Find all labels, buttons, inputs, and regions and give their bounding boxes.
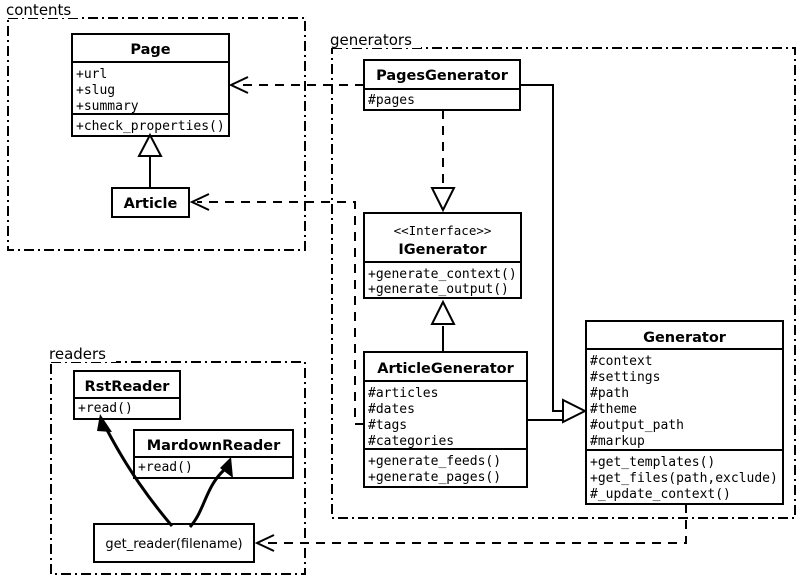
class-rst-reader-method: +read() (78, 401, 133, 416)
class-article-generator-body (363, 351, 528, 488)
class-rst-reader-body (73, 370, 181, 420)
class-article-generator-attribute: #dates (368, 402, 415, 417)
class-article[interactable]: Article (111, 187, 190, 218)
usage-curve (188, 468, 226, 528)
relation-articlegenerator-inherits-igenerator (430, 299, 456, 352)
package-contents-label-bg (3, 2, 79, 18)
class-rst-reader[interactable]: RstReader +read() (73, 370, 181, 420)
class-igenerator[interactable]: <<Interface>> IGenerator +generate_conte… (363, 212, 522, 299)
class-generator-method: #_update_context() (590, 487, 731, 502)
relation-get-reader-uses-mardownreader (188, 457, 233, 528)
hollow-triangle-arrowhead (430, 187, 456, 213)
class-generator-attribute: #context (590, 354, 653, 369)
class-page[interactable]: Page +url +slug +summary +check_properti… (71, 33, 230, 137)
class-generator-method: +get_templates() (590, 455, 715, 470)
class-generator-method: +get_files(path,exclude) (590, 471, 778, 486)
class-generator-attribute: #path (590, 386, 629, 401)
class-generator-attribute: #markup (590, 434, 645, 449)
relation-pagesgenerator-inherits-generator (520, 84, 563, 412)
class-pages-generator-attribute: #pages (368, 93, 415, 108)
class-generator-attribute: #settings (590, 370, 660, 385)
class-generator-attribute: #output_path (590, 418, 684, 433)
package-readers-label: readers (49, 345, 106, 363)
filled-arrowhead (97, 414, 112, 432)
class-article-generator-title: ArticleGenerator (377, 361, 514, 377)
hollow-triangle-arrowhead (137, 132, 163, 157)
class-pages-generator-body (363, 59, 521, 111)
open-arrowhead (228, 76, 249, 94)
class-pages-generator-title: PagesGenerator (376, 68, 509, 84)
open-arrowhead (254, 534, 275, 552)
relation-articlegenerator-inherits-generator (527, 398, 588, 424)
class-page-title: Page (130, 42, 170, 58)
class-generator-attribute: #theme (590, 402, 637, 417)
function-get-reader[interactable]: get_reader(filename) (93, 523, 255, 563)
generalization-line (520, 84, 563, 412)
hollow-triangle-arrowhead (562, 398, 588, 424)
relation-pagesgenerator-uses-page (228, 76, 364, 94)
class-article-generator[interactable]: ArticleGenerator #articles #dates #tags … (363, 351, 528, 488)
class-igenerator-body (363, 212, 522, 299)
class-mardown-reader-method: +read() (138, 460, 193, 475)
class-rst-reader-title: RstReader (85, 379, 171, 395)
hollow-triangle-arrowhead (430, 299, 456, 325)
class-page-attribute: +url (76, 67, 107, 82)
package-readers-label-bg (46, 346, 116, 362)
class-generator-body (585, 320, 784, 505)
filled-arrowhead (220, 457, 233, 478)
dependency-line (197, 201, 364, 425)
class-article-generator-method: +generate_pages() (368, 470, 501, 485)
package-generators-label-bg (327, 32, 421, 48)
relation-generator-uses-get-reader (254, 504, 687, 552)
package-generators-border (331, 47, 796, 519)
class-page-body (71, 33, 230, 137)
class-page-method: +check_properties() (76, 119, 225, 134)
class-igenerator-title: IGenerator (398, 242, 487, 258)
class-igenerator-method: +generate_context() (368, 267, 517, 282)
class-article-title: Article (124, 196, 178, 212)
package-readers-border (50, 361, 306, 575)
open-arrowhead (189, 193, 210, 211)
class-generator-title: Generator (643, 330, 727, 346)
package-contents-border (7, 17, 306, 251)
class-pages-generator[interactable]: PagesGenerator #pages (363, 59, 521, 111)
class-igenerator-method: +generate_output() (368, 282, 509, 297)
class-article-generator-attribute: #tags (368, 418, 407, 433)
package-contents: contents (3, 1, 306, 251)
package-generators: generators (327, 31, 796, 519)
class-mardown-reader-title: MardownReader (147, 438, 281, 454)
class-article-generator-method: +generate_feeds() (368, 454, 501, 469)
class-article-generator-attribute: #categories (368, 434, 454, 449)
class-page-attribute: +slug (76, 83, 115, 98)
class-mardown-reader[interactable]: MardownReader +read() (133, 429, 294, 479)
relation-pagesgenerator-realizes-igenerator (430, 110, 456, 213)
package-readers: readers (46, 345, 306, 575)
function-get-reader-body (93, 523, 255, 563)
relation-article-inherits-page (137, 132, 163, 188)
function-get-reader-label: get_reader(filename) (105, 537, 242, 552)
relation-articlegenerator-uses-article (189, 193, 364, 425)
package-contents-label: contents (6, 1, 71, 19)
generalization-line (527, 411, 564, 421)
class-mardown-reader-body (133, 429, 294, 479)
class-page-attribute: +summary (76, 99, 139, 114)
class-article-body (111, 187, 190, 218)
dependency-line (262, 504, 687, 544)
class-igenerator-stereotype: <<Interface>> (394, 223, 492, 238)
package-generators-label: generators (330, 31, 412, 49)
class-generator[interactable]: Generator #context #settings #path #them… (585, 320, 784, 505)
class-article-generator-attribute: #articles (368, 386, 438, 401)
usage-curve (104, 427, 174, 527)
